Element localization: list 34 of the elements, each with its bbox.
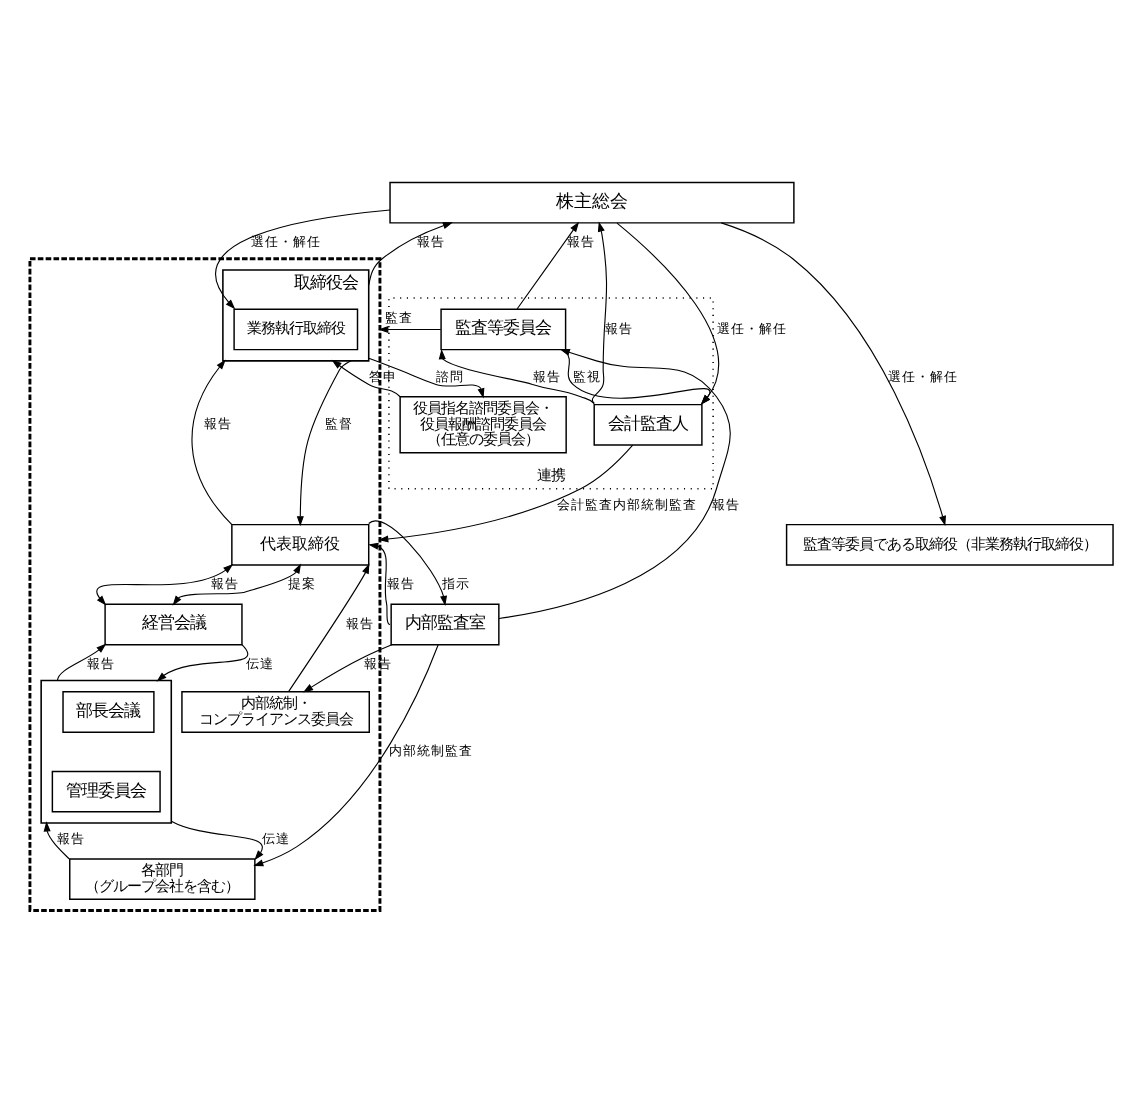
arrow xyxy=(156,644,249,682)
arrow xyxy=(591,221,608,405)
arrow xyxy=(368,520,448,606)
arrow xyxy=(296,360,352,527)
cluster xyxy=(40,679,173,824)
node-box: 会計監査人 xyxy=(593,403,703,446)
arrow xyxy=(438,349,595,405)
arrow xyxy=(498,348,731,619)
arrow xyxy=(331,359,401,398)
arrow xyxy=(170,820,264,861)
arrow xyxy=(253,644,439,867)
arrow xyxy=(303,644,393,693)
arrow xyxy=(368,542,391,626)
arrow xyxy=(288,563,370,693)
node-box: 部長会議 xyxy=(62,691,155,733)
arrow xyxy=(564,350,711,405)
arrow xyxy=(516,221,580,310)
arrow xyxy=(378,444,634,543)
node-box: 経営会議 xyxy=(104,603,243,646)
arrow xyxy=(172,563,302,606)
arrow xyxy=(191,359,233,526)
arrow xyxy=(56,643,107,682)
node-box: 監査等委員会 xyxy=(440,308,567,351)
arrow xyxy=(378,325,442,333)
node-box: 管理委員会 xyxy=(51,770,161,813)
arrow xyxy=(96,563,234,606)
arrow xyxy=(43,821,70,860)
node-box: 株主総会 xyxy=(389,181,795,224)
arrow xyxy=(616,222,720,405)
arrow xyxy=(368,357,485,399)
arrow xyxy=(720,222,946,526)
node-box: 内部監査室 xyxy=(390,603,500,646)
arrow xyxy=(368,222,454,286)
arrow xyxy=(215,209,391,310)
